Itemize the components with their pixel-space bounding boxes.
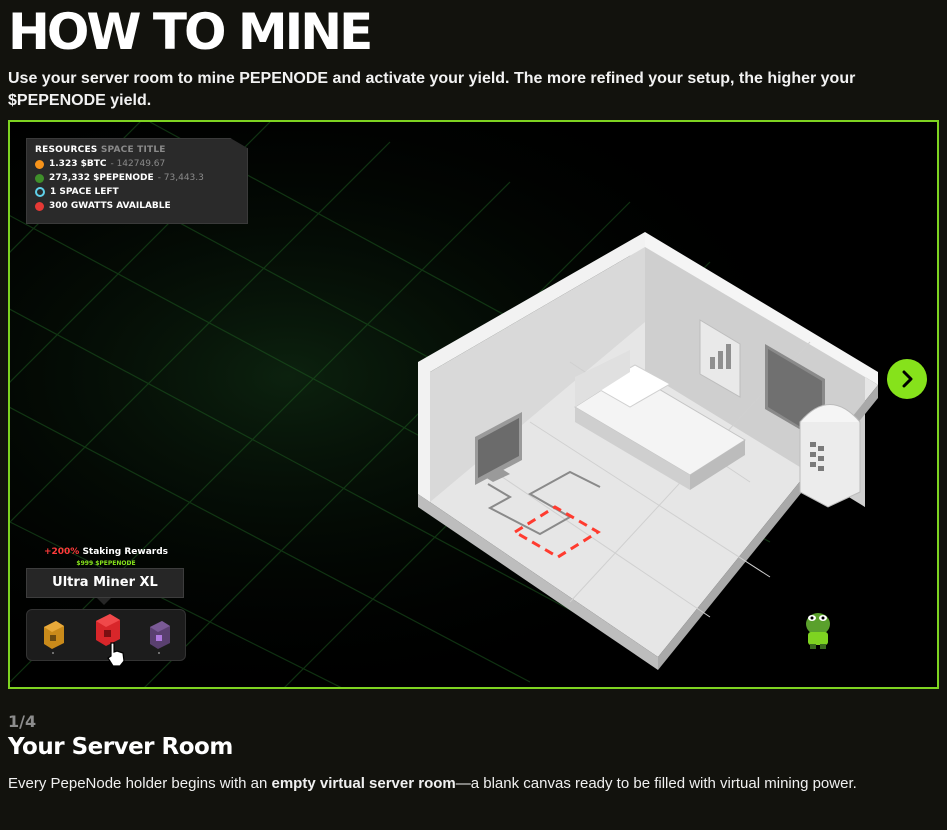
staking-bonus: +200% Staking Rewards	[43, 547, 169, 557]
placement-marker[interactable]	[512, 505, 601, 559]
btc-coin-icon	[35, 159, 44, 169]
power-icon	[35, 201, 44, 211]
purple-miner-icon	[149, 621, 170, 654]
server-room-viewer: RESOURCES SPACE TITLE 1.323 $BTC - 14274…	[8, 120, 939, 689]
resources-heading: RESOURCES SPACE TITLE	[35, 145, 166, 155]
resource-btc: 1.323 $BTC - 142749.67	[35, 159, 239, 169]
step-description: Every PepeNode holder begins with an emp…	[8, 775, 857, 792]
miner-slot-gold[interactable]	[38, 615, 68, 655]
resources-panel: RESOURCES SPACE TITLE 1.323 $BTC - 14274…	[26, 138, 248, 224]
red-miner-icon	[95, 614, 120, 646]
miner-name: Ultra Miner XL	[26, 568, 184, 598]
miner-tray	[26, 609, 186, 667]
space-ring-icon	[35, 187, 45, 197]
resource-space: 1 SPACE LEFT	[35, 187, 239, 197]
page-title: HOW TO MINE	[8, 3, 373, 61]
isometric-room	[418, 232, 878, 670]
miner-price: $999 $PEPENODE	[76, 560, 136, 567]
step-counter: 1/4	[8, 712, 37, 731]
hand-cursor-icon	[107, 642, 125, 667]
resource-pepenode: 273,332 $PEPENODE - 73,443.3	[35, 173, 239, 183]
gold-miner-icon	[44, 621, 65, 654]
resource-power: 300 GWATTS AVAILABLE	[35, 201, 239, 211]
miner-slot-red[interactable]	[91, 614, 125, 667]
pepenode-coin-icon	[35, 173, 44, 183]
pepe-avatar-icon	[806, 613, 830, 649]
next-slide-button[interactable]	[887, 359, 927, 399]
miner-name-pointer	[97, 598, 111, 605]
chevron-right-icon	[902, 370, 913, 388]
page-intro: Use your server room to mine PEPENODE an…	[8, 70, 856, 109]
step-title: Your Server Room	[8, 734, 233, 760]
miner-slot-purple[interactable]	[144, 615, 174, 655]
miner-selector: +200% Staking Rewards $999 $PEPENODE Ult…	[26, 547, 186, 667]
